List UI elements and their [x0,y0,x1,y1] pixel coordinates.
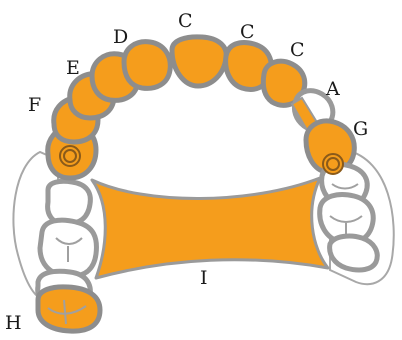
right-rest-ring [323,154,343,174]
tooth-h [38,287,100,331]
label-c-right: C [290,39,305,61]
right-molar-2 [330,236,378,270]
left-premolar [48,181,91,224]
label-f: F [28,94,41,116]
palatal-plate [92,178,328,278]
tooth-c-2 [172,37,226,86]
left-rest-ring [60,146,80,166]
tooth-c-1 [124,42,170,89]
label-i: I [200,267,208,289]
label-c-mid: C [240,21,255,43]
label-g: G [353,118,368,140]
label-c-top: C [178,10,193,32]
label-d: D [113,26,128,48]
label-h: H [5,312,22,334]
label-a: A [325,78,340,100]
label-e: E [66,57,80,79]
right-natural-teeth [320,164,378,270]
